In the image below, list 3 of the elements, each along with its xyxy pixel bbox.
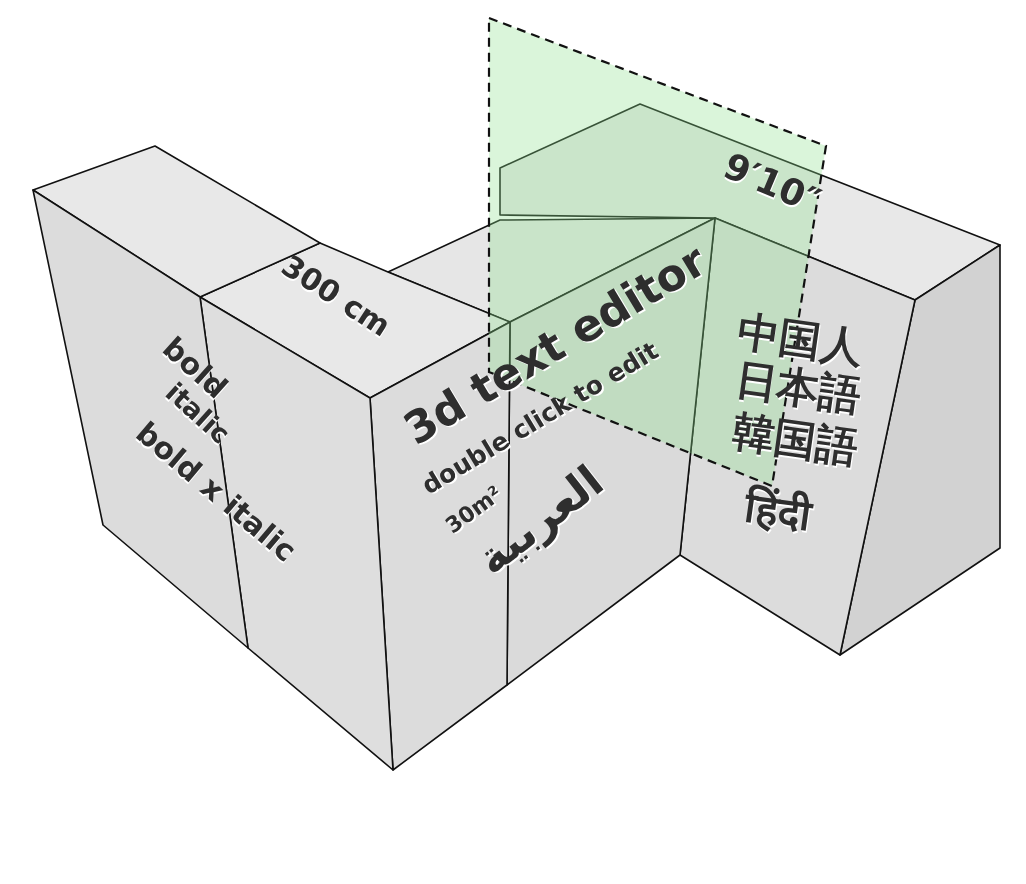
3d-text: 9′10″: [718, 147, 826, 221]
3d-text: हिंदी: [742, 486, 814, 538]
3d-text: 300 cm: [276, 250, 396, 342]
